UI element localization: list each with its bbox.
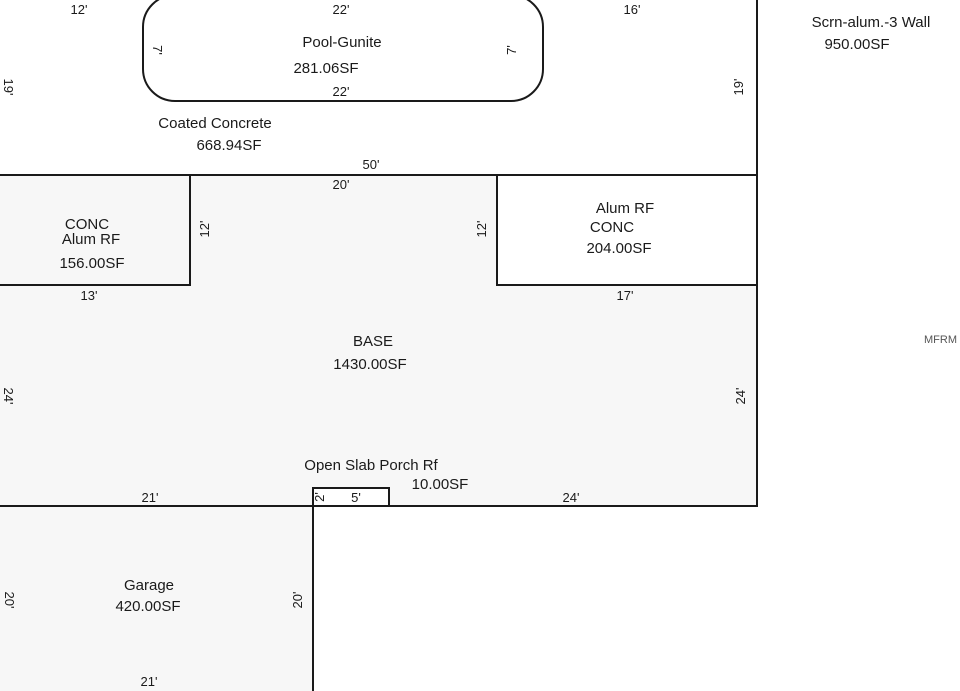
screen-name: Scrn-alum.-3 Wall — [812, 14, 931, 31]
porch-dim-height: 2' — [312, 492, 327, 502]
base-dim-right: 24' — [733, 388, 748, 405]
garage-area — [0, 505, 314, 691]
base-dim-bottom-left: 21' — [142, 490, 159, 505]
pool-area — [142, 0, 544, 102]
alum-right-dim-left: 12' — [474, 221, 489, 238]
alum-conc-right-area — [496, 174, 758, 286]
coated-dim-right: 19' — [731, 79, 746, 96]
porch-dim-width: 5' — [351, 490, 361, 505]
coated-name: Coated Concrete — [158, 115, 271, 132]
pool-name: Pool-Gunite — [302, 34, 381, 51]
conc-alum-left-area — [0, 174, 191, 286]
coated-area-value: 668.94SF — [196, 137, 261, 154]
base-dim-left: 24' — [1, 388, 16, 405]
garage-dim-left: 20' — [2, 592, 17, 609]
garage-name: Garage — [124, 577, 174, 594]
conc-left-dim-bottom: 13' — [81, 288, 98, 303]
coated-dim-top-left: 12' — [71, 2, 88, 17]
pool-dim-bottom: 22' — [333, 84, 350, 99]
screen-area-value: 950.00SF — [824, 36, 889, 53]
conc-left-name-1: CONC — [65, 216, 109, 233]
porch-name: Open Slab Porch Rf — [304, 457, 438, 474]
alum-right-name-1: Alum RF — [596, 200, 654, 217]
conc-left-name-2: Alum RF — [62, 231, 120, 248]
base-dim-bottom-right: 24' — [563, 490, 580, 505]
mfrm-watermark: MFRM — [924, 334, 957, 346]
pool-dim-top: 22' — [333, 2, 350, 17]
garage-area-value: 420.00SF — [115, 598, 180, 615]
pool-dim-left: 7' — [150, 45, 165, 55]
base-dim-top: 20' — [333, 177, 350, 192]
porch-area-value: 10.00SF — [412, 476, 469, 493]
porch-area — [312, 487, 390, 507]
base-name: BASE — [353, 333, 393, 350]
alum-right-dim-bottom: 17' — [617, 288, 634, 303]
coated-dim-top-right: 16' — [624, 2, 641, 17]
garage-dim-right: 20' — [290, 592, 305, 609]
coated-dim-left: 19' — [1, 79, 16, 96]
base-area-value: 1430.00SF — [333, 356, 406, 373]
pool-area-value: 281.06SF — [293, 60, 358, 77]
conc-left-area-value: 156.00SF — [59, 255, 124, 272]
pool-dim-right: 7' — [504, 45, 519, 55]
coated-dim-bottom: 50' — [363, 157, 380, 172]
garage-dim-bottom: 21' — [141, 674, 158, 689]
alum-right-area-value: 204.00SF — [586, 240, 651, 257]
alum-right-name-2: CONC — [590, 219, 634, 236]
conc-left-dim-right: 12' — [197, 221, 212, 238]
